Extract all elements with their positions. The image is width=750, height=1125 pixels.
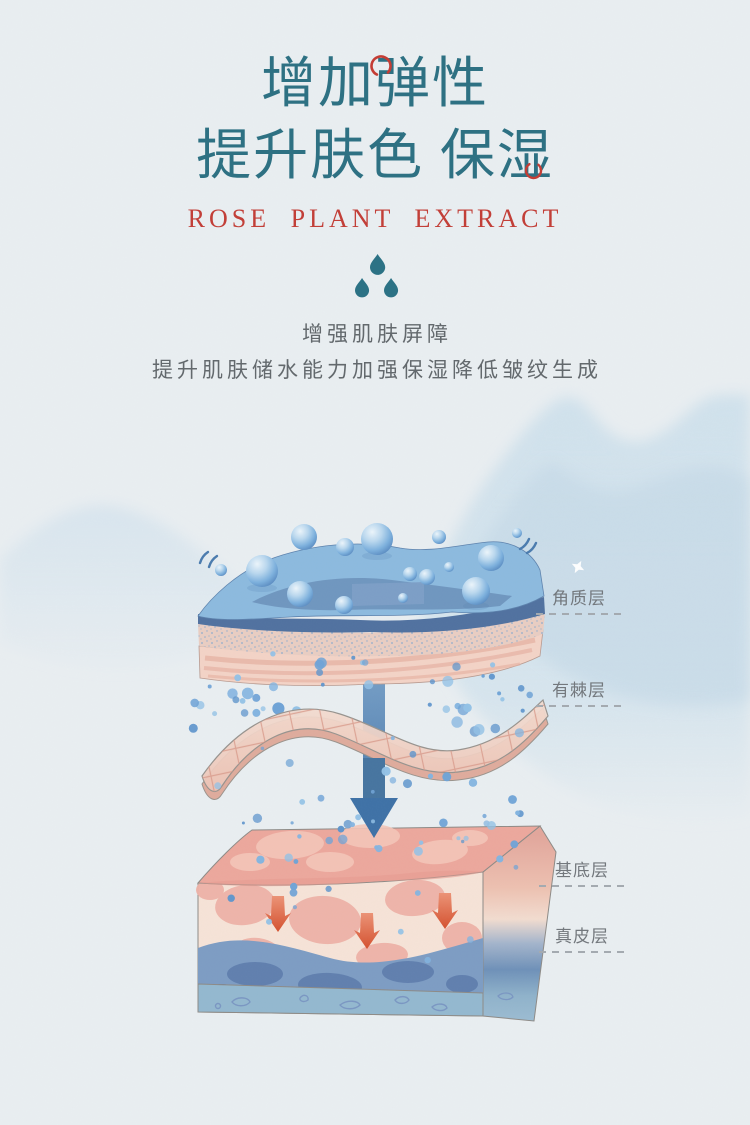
layer-label-stratum-spinosum: 有棘层 bbox=[536, 682, 622, 707]
header: 增加弹性 提升肤色 保湿 ROSE PLANT EXTRACT bbox=[0, 48, 750, 234]
accent-ring-icon bbox=[520, 157, 547, 184]
dashed-leader-line bbox=[539, 885, 625, 887]
dashed-leader-line bbox=[536, 613, 622, 615]
layer-label-text: 真皮层 bbox=[555, 927, 609, 946]
intro-line-2: 提升肌肤储水能力加强保湿降低皱纹生成 bbox=[152, 359, 602, 382]
page-title-line-2: 提升肤色 保湿 bbox=[196, 125, 554, 186]
subtitle-english: ROSE PLANT EXTRACT bbox=[187, 204, 563, 233]
layer-label-text: 角质层 bbox=[552, 589, 606, 608]
page-title-line-1: 增加弹性 bbox=[260, 53, 489, 114]
accent-ring-icon bbox=[365, 50, 397, 82]
layer-label-stratum-corneum: 角质层 bbox=[536, 590, 622, 615]
water-droplets-icon bbox=[352, 253, 404, 308]
layer-label-text: 基底层 bbox=[555, 861, 609, 880]
layer-label-basal-layer: 基底层 bbox=[539, 862, 625, 887]
layer-label-text: 有棘层 bbox=[552, 681, 606, 700]
dashed-leader-line bbox=[539, 951, 625, 953]
layer-label-dermis: 真皮层 bbox=[539, 928, 625, 953]
intro-line-1: 增强肌肤屏障 bbox=[302, 323, 452, 346]
dashed-leader-line bbox=[536, 705, 622, 707]
